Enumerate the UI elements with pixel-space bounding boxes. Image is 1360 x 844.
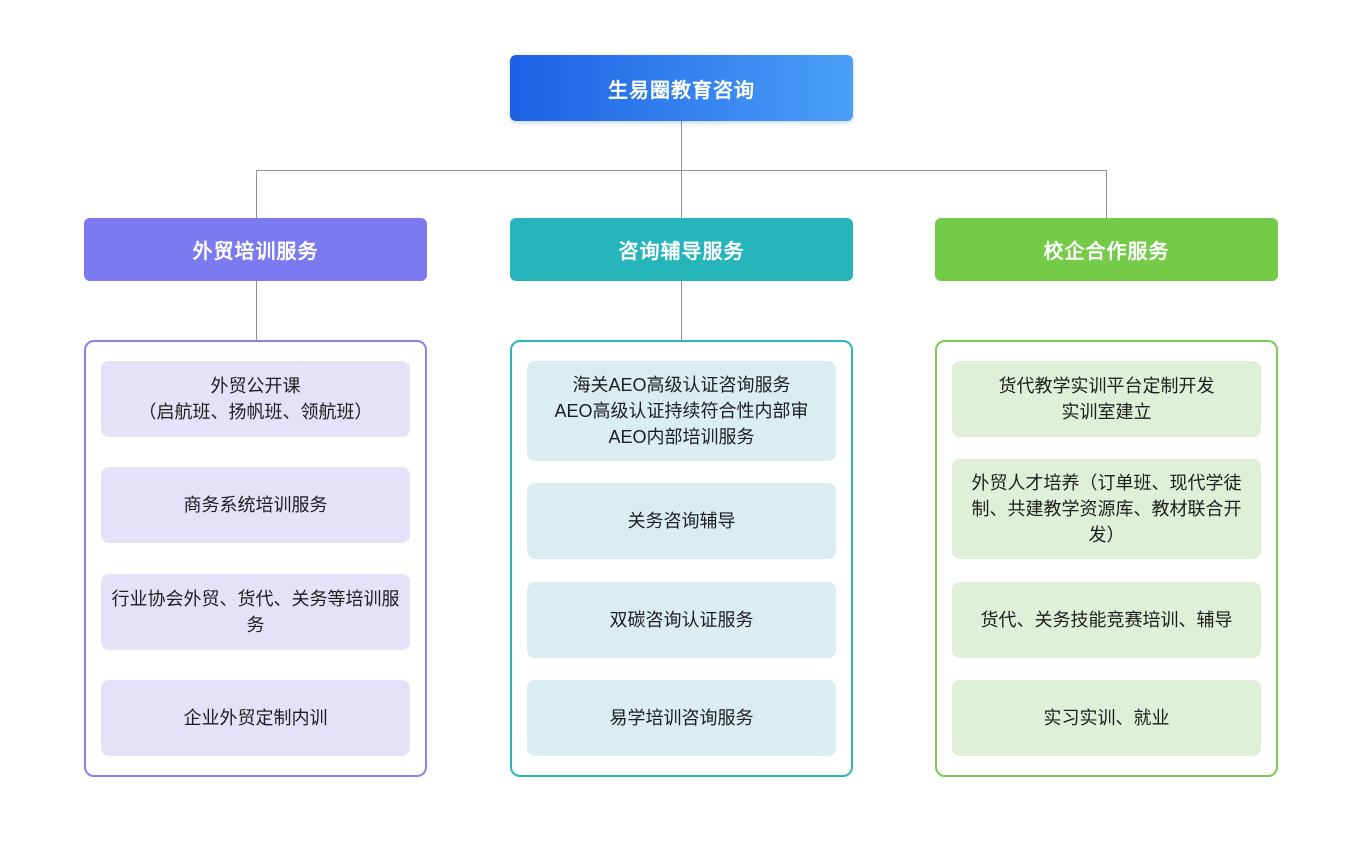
leaf-item: 实习实训、就业 <box>952 679 1261 756</box>
connector-branch-1-drop <box>256 170 257 218</box>
leaf-item: 外贸人才培养（订单班、现代学徒制、共建教学资源库、教材联合开发） <box>952 459 1261 560</box>
leaf-item: 货代教学实训平台定制开发 实训室建立 <box>952 361 1261 437</box>
leaf-item: 关务咨询辅导 <box>527 483 836 560</box>
leaf-item: 易学培训咨询服务 <box>527 679 836 756</box>
branch-container-trade-training: 外贸公开课 （启航班、扬帆班、领航班） 商务系统培训服务 行业协会外贸、货代、关… <box>84 340 427 777</box>
connector-root-down <box>681 121 682 170</box>
leaf-item: 行业协会外贸、货代、关务等培训服务 <box>101 573 410 650</box>
branch-container-cooperation: 货代教学实训平台定制开发 实训室建立 外贸人才培养（订单班、现代学徒制、共建教学… <box>935 340 1278 777</box>
leaf-item: 货代、关务技能竞赛培训、辅导 <box>952 581 1261 658</box>
root-node: 生易圈教育咨询 <box>510 55 853 121</box>
connector-branch-1-container <box>256 281 257 340</box>
leaf-item: 海关AEO高级认证咨询服务 AEO高级认证持续符合性内部审 AEO内部培训服务 <box>527 361 836 461</box>
connector-branch-2-drop <box>681 170 682 218</box>
leaf-item: 外贸公开课 （启航班、扬帆班、领航班） <box>101 361 410 437</box>
branch-header-label: 外贸培训服务 <box>192 241 319 263</box>
root-node-label: 生易圈教育咨询 <box>608 79 755 102</box>
leaf-item: 商务系统培训服务 <box>101 467 410 544</box>
branch-header-label: 校企合作服务 <box>1043 241 1170 263</box>
connector-branch-2-container <box>681 281 682 340</box>
branch-header-trade-training: 外贸培训服务 <box>84 218 427 281</box>
branch-header-label: 咨询辅导服务 <box>618 241 745 263</box>
branch-header-cooperation: 校企合作服务 <box>935 218 1278 281</box>
leaf-item: 企业外贸定制内训 <box>101 679 410 756</box>
connector-branch-3-drop <box>1106 170 1107 218</box>
leaf-item: 双碳咨询认证服务 <box>527 581 836 658</box>
branch-container-consulting: 海关AEO高级认证咨询服务 AEO高级认证持续符合性内部审 AEO内部培训服务 … <box>510 340 853 777</box>
branch-header-consulting: 咨询辅导服务 <box>510 218 853 281</box>
